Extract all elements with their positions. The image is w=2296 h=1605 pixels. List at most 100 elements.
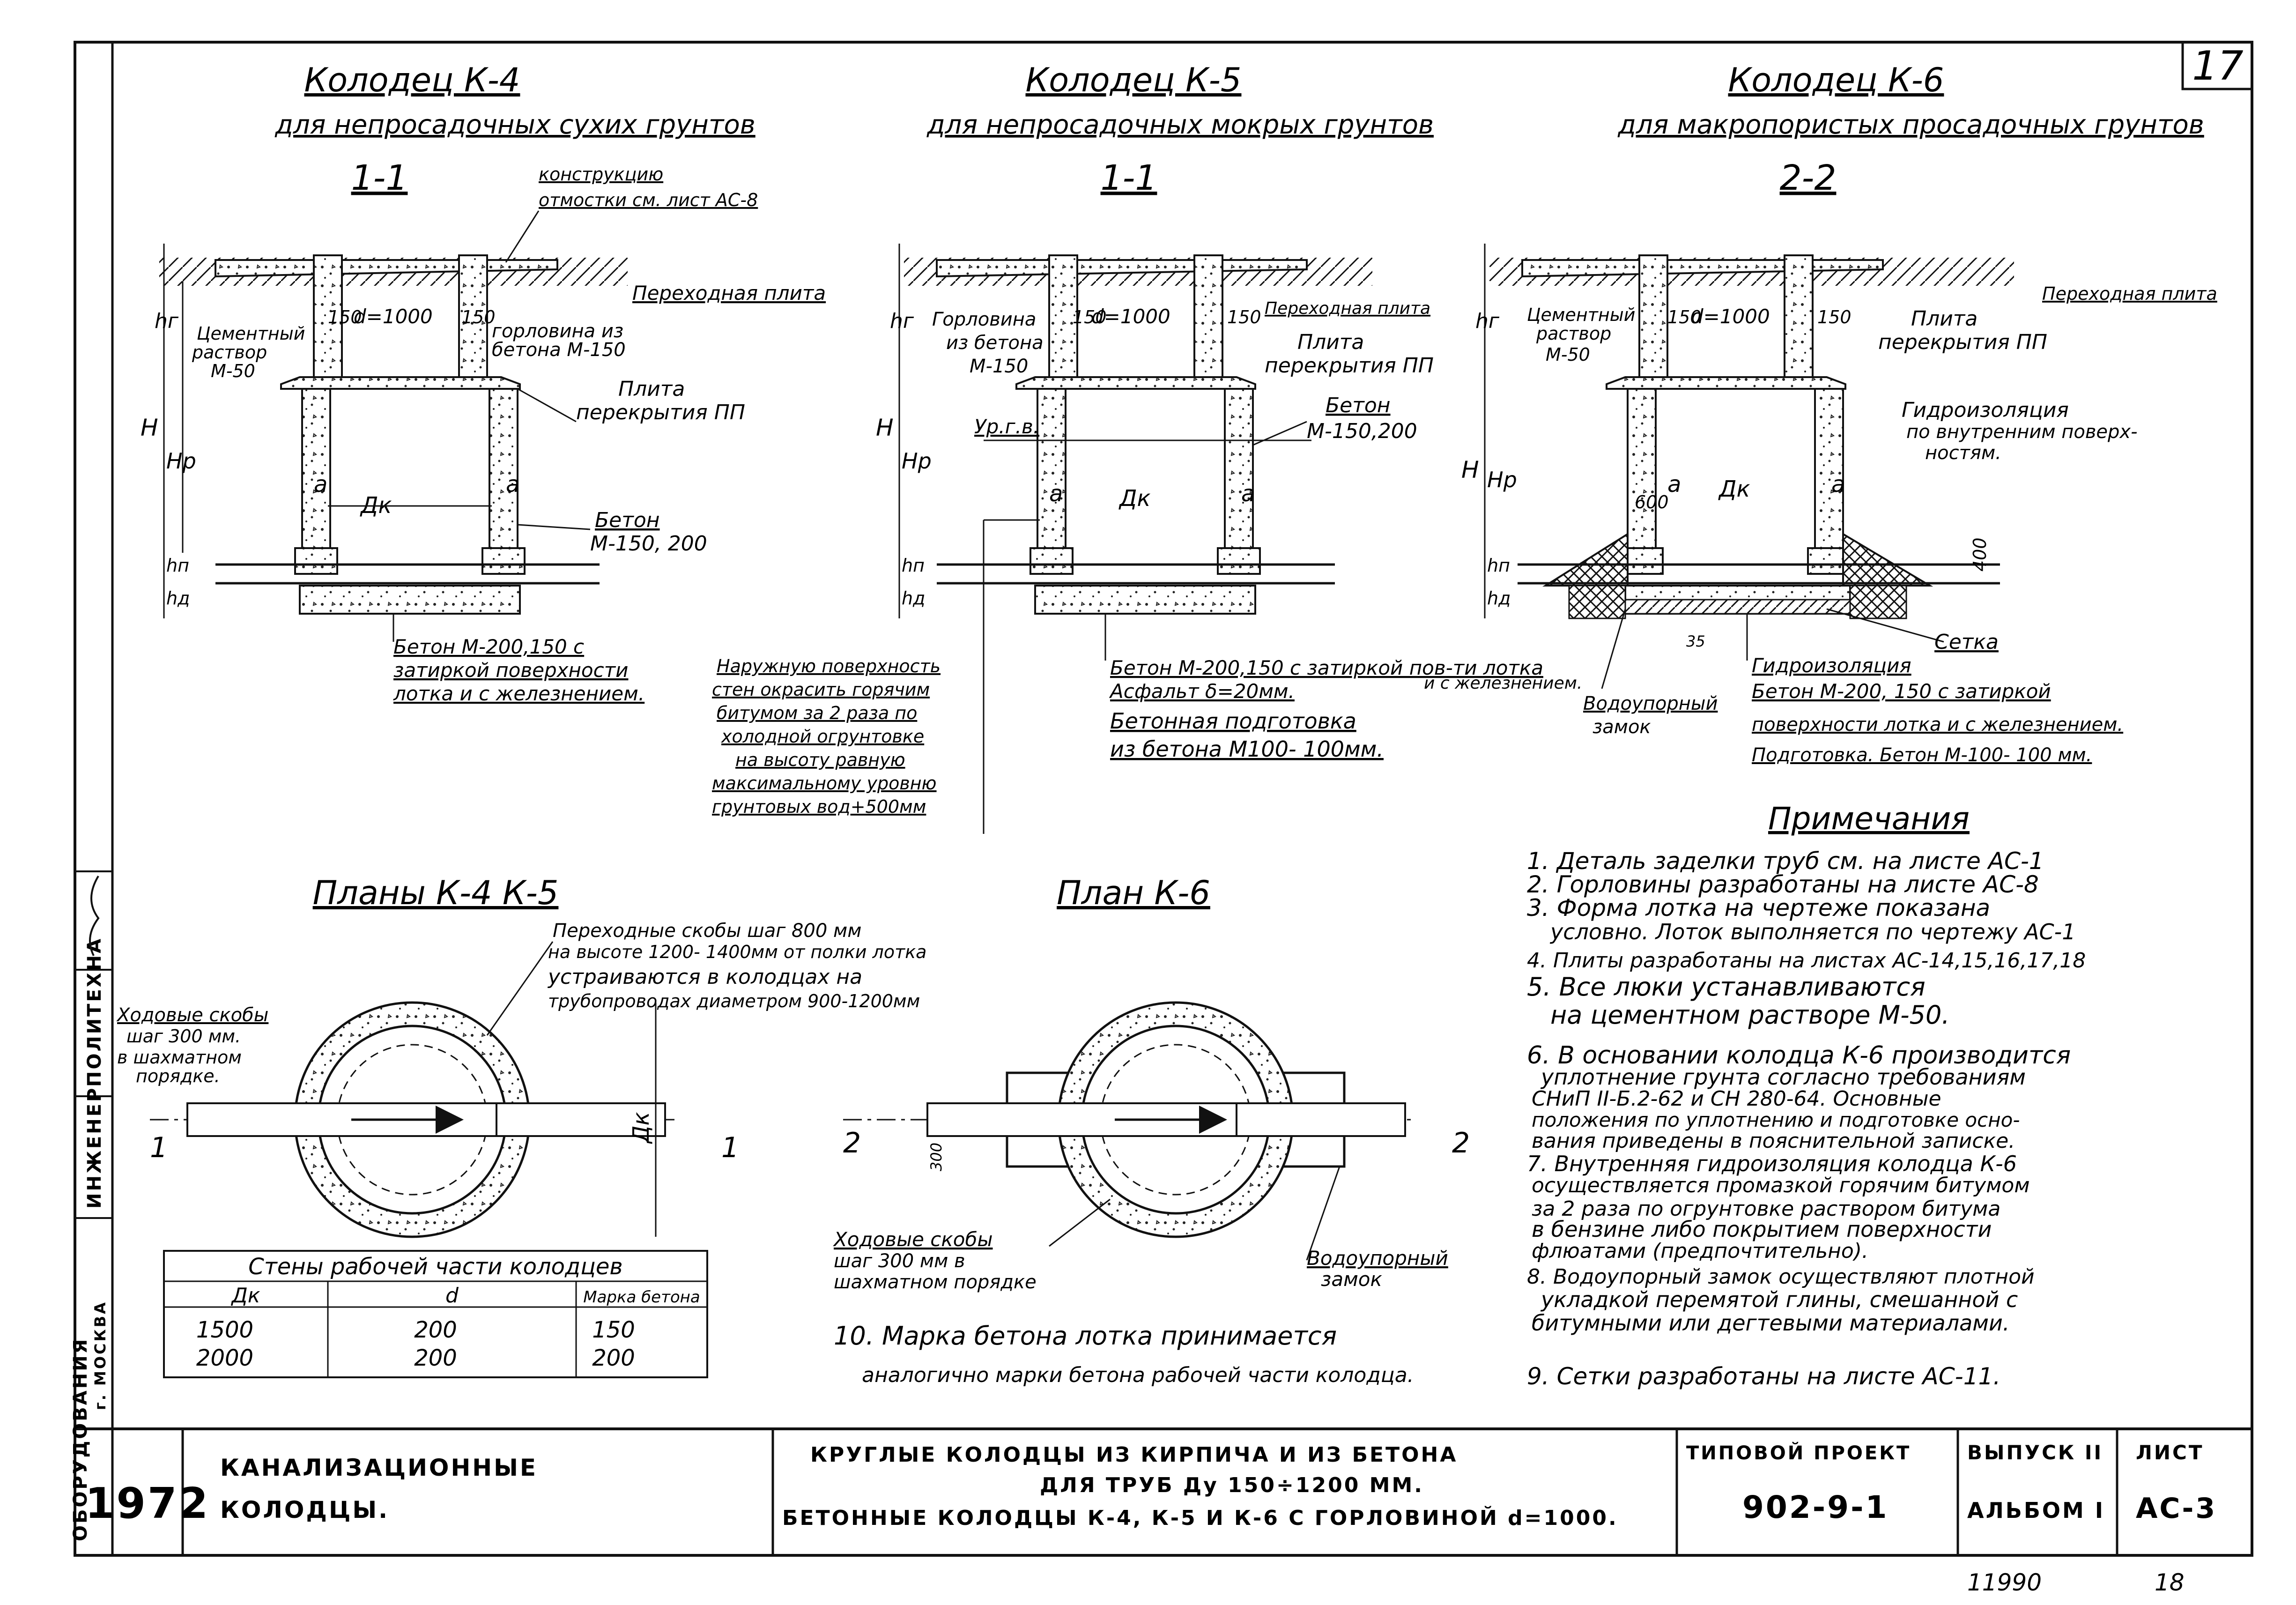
svg-text:Ур.г.в.: Ур.г.в. <box>974 415 1039 438</box>
svg-text:Водоупорный: Водоупорный <box>1307 1247 1448 1270</box>
svg-text:условно. Лоток выполняется по: условно. Лоток выполняется по чертежу АС… <box>1549 919 2076 944</box>
svg-text:поверхности лотка и с железнен: поверхности лотка и с железнением. <box>1752 714 2123 736</box>
svg-text:hп: hп <box>1487 555 1510 576</box>
svg-text:1. Деталь заделки труб см. на: 1. Деталь заделки труб см. на листе АС-1 <box>1527 847 2044 875</box>
svg-text:Переходная плита: Переходная плита <box>1265 299 1430 318</box>
svg-text:200: 200 <box>414 1317 457 1343</box>
svg-text:на цементном растворе М-50.: на цементном растворе М-50. <box>1550 1000 1950 1030</box>
svg-text:2000: 2000 <box>196 1345 253 1371</box>
svg-text:вания приведены в пояснительно: вания приведены в пояснительной записке. <box>1532 1129 2015 1153</box>
svg-text:Плита: Плита <box>1297 330 1364 354</box>
section-k5: 1-1 Ур.г.в. hг H Hр hп hд а а Дк 150 d=1… <box>712 158 1582 834</box>
svg-text:150: 150 <box>592 1317 635 1343</box>
svg-text:ОБОРУДОВАНИЯ: ОБОРУДОВАНИЯ <box>70 1338 91 1541</box>
svg-text:1500: 1500 <box>196 1317 253 1343</box>
svg-text:902-9-1: 902-9-1 <box>1742 1489 1889 1525</box>
svg-text:Ходовые скобы: Ходовые скобы <box>116 1004 268 1026</box>
svg-text:Плита: Плита <box>618 377 685 401</box>
svg-text:перекрытия ПП: перекрытия ПП <box>576 401 745 424</box>
svg-text:Бетон М-200,150 с затиркой пов: Бетон М-200,150 с затиркой пов-ти лотка <box>1110 656 1543 679</box>
svg-text:200: 200 <box>414 1345 457 1371</box>
svg-text:Ходовые скобы: Ходовые скобы <box>833 1228 993 1251</box>
svg-text:3. Форма лотка на чертеже пока: 3. Форма лотка на чертеже показана <box>1527 894 1990 921</box>
svg-text:Переходная плита: Переходная плита <box>632 282 826 305</box>
svg-text:Подготовка. Бетон М-100- 100 м: Подготовка. Бетон М-100- 100 мм. <box>1752 744 2092 766</box>
svg-text:Колодец К-5: Колодец К-5 <box>1026 61 1242 99</box>
svg-text:Бетон М-200, 150 с затиркой: Бетон М-200, 150 с затиркой <box>1752 680 2051 703</box>
svg-text:Hр: Hр <box>166 448 196 474</box>
svg-text:замок: замок <box>1592 716 1651 738</box>
svg-text:раствор: раствор <box>1536 323 1611 344</box>
svg-text:грунтовых вод+500мм: грунтовых вод+500мм <box>712 796 926 817</box>
svg-text:уплотнение грунта согласно тре: уплотнение грунта согласно требованиям <box>1540 1064 2026 1090</box>
svg-text:Переходная плита: Переходная плита <box>2042 283 2217 304</box>
svg-text:М-150,200: М-150,200 <box>1307 419 1417 443</box>
svg-text:а: а <box>1831 471 1845 498</box>
svg-text:БЕТОННЫЕ КОЛОДЦЫ К-4, К-5 И К-: БЕТОННЫЕ КОЛОДЦЫ К-4, К-5 И К-6 С ГОРЛОВ… <box>782 1505 1618 1530</box>
section-k4: 1-1 hг H Hр hп hд а а Дк 150 d=1000 150 <box>141 158 826 705</box>
svg-text:ПОЛИТЕХНА: ПОЛИТЕХНА <box>84 937 105 1087</box>
svg-text:hг: hг <box>890 309 914 333</box>
svg-text:H: H <box>141 414 158 441</box>
svg-text:Бетон: Бетон <box>595 508 660 532</box>
svg-text:по внутренним поверх-: по внутренним поверх- <box>1906 421 2138 443</box>
svg-text:максимальному уровню: максимальному уровню <box>712 773 937 794</box>
svg-text:М-150, 200: М-150, 200 <box>590 532 707 556</box>
svg-text:шаг 300 мм.: шаг 300 мм. <box>126 1026 241 1047</box>
svg-text:а: а <box>314 471 327 498</box>
bottom-page: 18 <box>2155 1569 2185 1596</box>
svg-text:Дк: Дк <box>1118 485 1151 512</box>
svg-text:Гидроизоляция: Гидроизоляция <box>1752 654 1911 677</box>
svg-text:5. Все люки устанавливаются: 5. Все люки устанавливаются <box>1527 972 1926 1002</box>
side-stamp: ОБОРУДОВАНИЯ г. МОСКВА ИНЖЕНЕР ПОЛИТЕХНА <box>70 870 112 1541</box>
svg-text:затиркой поверхности: затиркой поверхности <box>393 659 628 682</box>
svg-text:ЛИСТ: ЛИСТ <box>2136 1441 2204 1464</box>
svg-text:Гидроизоляция: Гидроизоляция <box>1902 398 2069 422</box>
svg-text:на высоте 1200- 1400мм от полк: на высоте 1200- 1400мм от полки лотка <box>548 942 926 962</box>
svg-text:Стены рабочей части колодцев: Стены рабочей части колодцев <box>248 1254 622 1280</box>
svg-text:d=1000: d=1000 <box>354 305 433 328</box>
svg-text:150: 150 <box>328 307 362 327</box>
svg-text:Асфальт δ=20мм.: Асфальт δ=20мм. <box>1109 680 1295 703</box>
svg-text:Цементный: Цементный <box>1527 305 1635 325</box>
svg-text:1-1: 1-1 <box>351 158 408 198</box>
svg-text:hп: hп <box>902 555 925 576</box>
svg-text:300: 300 <box>927 1143 945 1171</box>
svg-text:для макропористых просадочных: для макропористых просадочных грунтов <box>1617 110 2204 140</box>
svg-text:150: 150 <box>1227 307 1261 327</box>
svg-text:Наружную поверхность: Наружную поверхность <box>717 656 941 676</box>
svg-text:КРУГЛЫЕ КОЛОДЦЫ ИЗ КИРПИЧА И И: КРУГЛЫЕ КОЛОДЦЫ ИЗ КИРПИЧА И ИЗ БЕТОНА <box>810 1443 1458 1467</box>
sheet-frame <box>74 41 2253 1557</box>
svg-text:флюатами (предпочтительно).: флюатами (предпочтительно). <box>1532 1239 1868 1263</box>
svg-text:АЛЬБОМ I: АЛЬБОМ I <box>1967 1498 2105 1523</box>
svg-text:9. Сетки разработаны на листе: 9. Сетки разработаны на листе АС-11. <box>1527 1363 2000 1390</box>
svg-text:из бетона М100- 100мм.: из бетона М100- 100мм. <box>1110 736 1384 762</box>
svg-text:2-2: 2-2 <box>1780 158 1837 198</box>
svg-text:ВЫПУСК II: ВЫПУСК II <box>1967 1441 2103 1464</box>
svg-text:H: H <box>876 414 894 441</box>
svg-text:hд: hд <box>1487 588 1511 609</box>
title-block: 1972 КАНАЛИЗАЦИОННЫЕ КОЛОДЦЫ. КРУГЛЫЕ КО… <box>85 1429 2215 1555</box>
notes: Примечания 1. Деталь заделки труб см. на… <box>834 801 2086 1390</box>
svg-text:укладкой перемятой глины, смеш: укладкой перемятой глины, смешанной с <box>1540 1287 2018 1312</box>
svg-text:Бетон: Бетон <box>1326 394 1391 417</box>
sheet-number: 17 <box>2181 41 2253 90</box>
svg-text:План К-6: План К-6 <box>1057 874 1210 912</box>
svg-text:СНиП II-Б.2-62 и СН 280-64. Ос: СНиП II-Б.2-62 и СН 280-64. Основные <box>1532 1087 1941 1111</box>
svg-text:17: 17 <box>2192 43 2243 89</box>
svg-text:бетона М-150: бетона М-150 <box>492 339 626 361</box>
svg-text:7. Внутренняя гидроизоляция ко: 7. Внутренняя гидроизоляция колодца К-6 <box>1527 1151 2017 1176</box>
svg-text:Бетон М-200,150 с: Бетон М-200,150 с <box>393 635 584 658</box>
svg-text:на высоту равную: на высоту равную <box>735 750 905 770</box>
svg-text:из бетона: из бетона <box>946 332 1044 354</box>
svg-text:г. МОСКВА: г. МОСКВА <box>91 1300 109 1410</box>
svg-text:150: 150 <box>1817 307 1852 327</box>
svg-text:Колодец К-4: Колодец К-4 <box>304 61 520 99</box>
svg-text:Бетонная подготовка: Бетонная подготовка <box>1110 708 1356 734</box>
plan-k6: План К-6 2 2 300 Ходовые скобы шаг 300 м… <box>833 874 1470 1293</box>
svg-text:2: 2 <box>1452 1127 1470 1159</box>
svg-text:положения по уплотнению и подг: положения по уплотнению и подготовке осн… <box>1532 1108 2020 1131</box>
svg-text:ностям.: ностям. <box>1925 442 2001 464</box>
svg-text:КОЛОДЦЫ.: КОЛОДЦЫ. <box>220 1496 389 1523</box>
svg-text:шаг 300 мм в: шаг 300 мм в <box>834 1250 965 1272</box>
